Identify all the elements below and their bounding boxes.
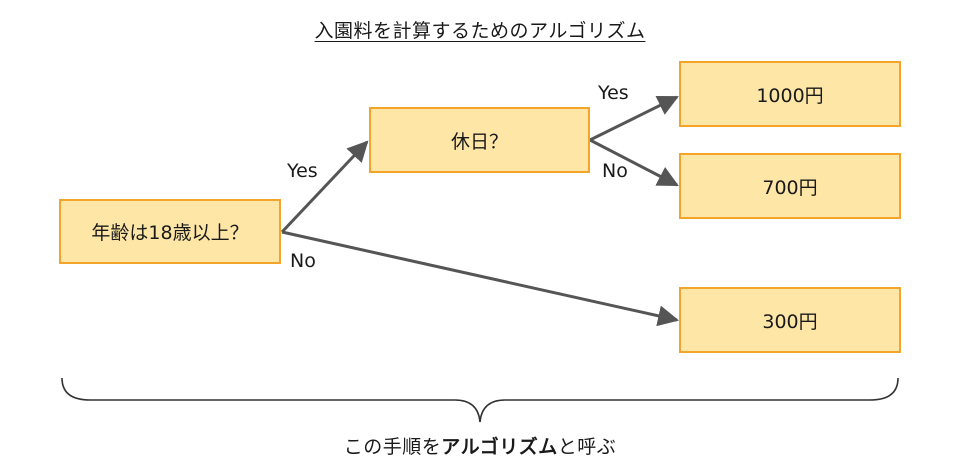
algorithm-brace (61, 377, 899, 423)
edge-age-to-300 (281, 230, 680, 327)
diagram-title: 入園料を計算するためのアルゴリズム (0, 16, 960, 43)
edge-holiday-to-700 (589, 138, 679, 187)
holiday-question-node: 休日？ (369, 107, 590, 173)
caption-prefix: この手順を (343, 436, 442, 458)
caption: この手順をアルゴリズムと呼ぶ (0, 432, 960, 459)
edge-label-holiday-no: No (602, 160, 628, 182)
edge-label-age-no: No (290, 250, 316, 272)
edge-label-holiday-yes: Yes (598, 82, 629, 104)
edge-holiday-to-1000 (589, 95, 679, 142)
edge-age-to-holiday (280, 140, 369, 234)
price-1000-node: 1000円 (679, 61, 901, 127)
caption-emphasis: アルゴリズム (441, 436, 558, 458)
age-question-node: 年齢は18歳以上？ (59, 199, 281, 264)
price-700-node: 700円 (679, 153, 901, 219)
caption-suffix: と呼ぶ (557, 436, 617, 458)
edge-label-age-yes: Yes (287, 160, 318, 182)
diagram-title-text: 入園料を計算するためのアルゴリズム (314, 20, 646, 42)
price-300-node: 300円 (679, 287, 901, 353)
